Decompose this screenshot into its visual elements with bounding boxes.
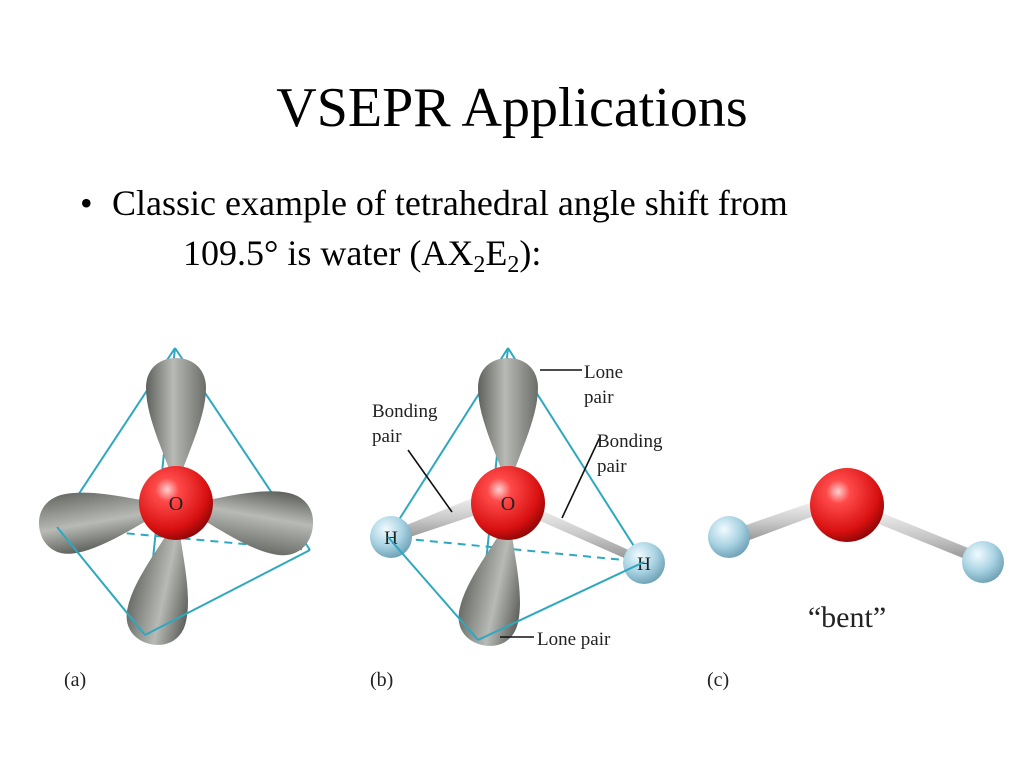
bullet-dot: • [80, 183, 93, 223]
hydrogen-atom-right-c [962, 541, 1004, 583]
label-bonding-right-2: pair [597, 456, 627, 477]
oxygen-label-b: O [501, 493, 515, 515]
bent-label: “bent” [808, 601, 886, 634]
label-lone-pair-top-2: pair [584, 387, 614, 408]
label-lone-pair-top-1: Lone [584, 362, 623, 383]
bullet-line-1: • Classic example of tetrahedral angle sh… [80, 182, 788, 225]
label-bonding-left-1: Bonding [372, 401, 438, 422]
bullet-text-2: 109.5° is water (AX [183, 233, 474, 273]
bullet-line-2: 109.5° is water (AX2E2): [183, 232, 542, 278]
oxygen-atom-b [471, 466, 545, 540]
bullet-text-1: Classic example of tetrahedral angle shi… [112, 183, 788, 223]
oxygen-atom-c [810, 468, 884, 542]
bullet-text-e: E [485, 233, 508, 273]
panel-c: “bent” (c) [707, 468, 1004, 691]
caption-b: (b) [370, 669, 393, 691]
bond-left-b [392, 495, 485, 543]
hydrogen-atom-left-b [370, 516, 412, 558]
hydrogen-label-right-b: H [637, 554, 651, 575]
tetrahedron-b-front [387, 536, 645, 641]
subscript-x: 2 [473, 252, 486, 278]
bond-right-b [530, 505, 644, 565]
label-lone-pair-bottom: Lone pair [537, 629, 611, 650]
label-bonding-right-1: Bonding [597, 431, 663, 452]
slide-title: VSEPR Applications [276, 77, 748, 139]
panel-a: O (a) [34, 347, 318, 691]
hydrogen-atom-left-c [708, 516, 750, 558]
subscript-e: 2 [507, 252, 520, 278]
leader-lines-b [407, 369, 601, 638]
caption-c: (c) [707, 669, 729, 691]
panel-b: O H H Lone pair Bonding pair Bonding pai… [370, 347, 665, 691]
caption-a: (a) [64, 669, 86, 691]
oxygen-atom-a [139, 466, 213, 540]
bullet-text-end: ): [519, 233, 542, 273]
bond-right-c [870, 508, 983, 565]
tetrahedron-a-front [56, 526, 311, 636]
bond-left-c [732, 500, 822, 545]
oxygen-label-a: O [169, 493, 183, 515]
label-bonding-left-2: pair [372, 426, 402, 447]
